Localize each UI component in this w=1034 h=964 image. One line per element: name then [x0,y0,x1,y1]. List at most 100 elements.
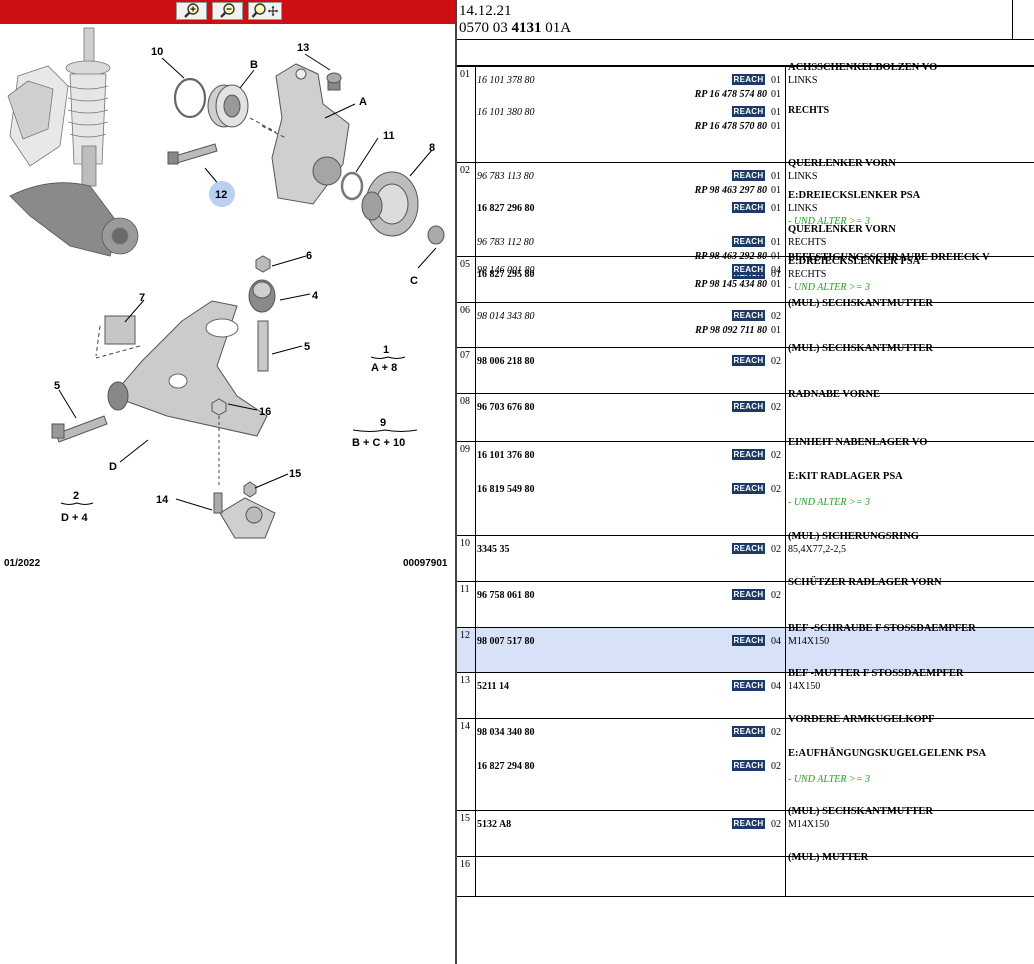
reach-badge[interactable]: REACH [732,543,765,554]
callout-13[interactable]: 13 [297,42,309,54]
callout-16[interactable]: 16 [259,406,271,418]
reach-badge[interactable]: REACH [732,449,765,460]
part-number[interactable]: 16 101 378 80 [477,75,535,86]
brace-1 [370,356,406,359]
part-number[interactable]: 16 819 549 80 [477,484,535,495]
part-number[interactable]: 96 783 112 80 [477,237,534,248]
position-cell [457,673,476,718]
part-variant: M14X150 [788,819,830,830]
header-spacer [457,40,1034,67]
part-number[interactable]: 96 783 113 80 [477,171,534,182]
part-number[interactable]: 98 146 001 80 [477,265,535,276]
reach-badge[interactable]: REACH [732,589,765,600]
callout-7[interactable]: 7 [139,292,145,304]
callout-6[interactable]: 6 [306,250,312,262]
replacement-part-number[interactable]: RP 16 478 574 80 [694,89,767,100]
reach-badge[interactable]: REACH [732,680,765,691]
reach-badge[interactable]: REACH [732,818,765,829]
position-number: 02 [460,165,470,176]
part-group-16[interactable]: 16(MUL) MUTTER [457,852,1034,897]
part-number[interactable]: 96 758 061 80 [477,590,535,601]
reach-badge[interactable]: REACH [732,355,765,366]
zoom-in-icon [183,3,199,18]
callout-5-upper[interactable]: 5 [304,341,310,353]
part-number[interactable]: 16 101 376 80 [477,450,535,461]
replacement-part-number[interactable]: RP 98 463 297 80 [694,185,767,196]
reach-badge[interactable]: REACH [732,635,765,646]
reach-badge[interactable]: REACH [732,726,765,737]
callout-11[interactable]: 11 [383,130,395,142]
pane-splitter[interactable] [455,0,457,964]
part-number[interactable]: 5211 14 [477,681,509,692]
callout-5-lower[interactable]: 5 [54,380,60,392]
part-number[interactable]: 96 703 676 80 [477,402,535,413]
part-description: E:DREIECKSLENKER PSA [788,190,921,201]
part-number[interactable]: 5132 A8 [477,819,512,830]
callout-b[interactable]: B [250,59,258,71]
part-number[interactable]: 98 007 517 80 [477,636,535,647]
callout-2[interactable]: 2 [73,490,79,502]
quantity: 02 [771,450,781,461]
replacement-part-number[interactable]: RP 98 463 292 80 [694,251,767,262]
part-description: EINHEIT NABENLAGER VO [788,437,928,448]
reach-badge[interactable]: REACH [732,760,765,771]
replacement-part-number[interactable]: RP 98 145 434 80 [694,279,767,290]
reach-badge[interactable]: REACH [732,310,765,321]
callout-d[interactable]: D [109,461,117,473]
replacement-part-number[interactable]: RP 98 092 711 80 [695,325,767,336]
callout-15[interactable]: 15 [289,468,301,480]
header-plate-code: 0570 03 4131 01A [459,20,572,36]
part-description: (MUL) SECHSKANTMUTTER [788,298,933,309]
part-number[interactable]: 16 827 296 80 [477,203,535,214]
reach-badge[interactable]: REACH [732,483,765,494]
reach-badge[interactable]: REACH [732,170,765,181]
zoom-out-button[interactable] [212,2,243,20]
callout-2-group[interactable]: D + 4 [61,512,88,524]
part-number[interactable]: 16 827 295 80 [477,269,535,280]
part-number[interactable]: 16 101 380 80 [477,107,535,118]
reach-badge[interactable]: REACH [732,401,765,412]
callout-10[interactable]: 10 [151,46,163,58]
reach-badge[interactable]: REACH [732,106,765,117]
brace-9 [352,429,418,432]
callout-9-group[interactable]: B + C + 10 [352,437,405,449]
reach-badge[interactable]: REACH [732,264,765,275]
part-number[interactable]: 98 034 340 80 [477,727,535,738]
part-number[interactable]: 16 827 294 80 [477,761,535,772]
reach-badge[interactable]: REACH [732,236,765,247]
callout-8[interactable]: 8 [429,142,435,154]
position-cell [457,628,476,672]
part-number[interactable]: 3345 35 [477,544,510,555]
part-description: (MUL) SECHSKANTMUTTER [788,806,933,817]
callout-12[interactable]: 12 [215,189,227,201]
callout-4[interactable]: 4 [312,290,319,302]
callout-c[interactable]: C [410,275,418,287]
part-number[interactable]: 98 006 218 80 [477,356,535,367]
part-variant: RECHTS [788,105,830,116]
callout-1[interactable]: 1 [383,344,389,356]
callout-1-group[interactable]: A + 8 [371,362,397,374]
part-description: (MUL) SECHSKANTMUTTER [788,343,933,354]
zoom-in-button[interactable] [176,2,207,20]
replacement-part-number[interactable]: RP 16 478 570 80 [694,121,767,132]
callout-14[interactable]: 14 [156,494,169,506]
reach-badge[interactable]: REACH [732,202,765,213]
callout-9[interactable]: 9 [380,417,386,429]
reach-badge[interactable]: REACH [732,74,765,85]
part-number[interactable]: 98 014 343 80 [477,311,535,322]
zoom-fit-button[interactable] [248,2,282,20]
callout-a[interactable]: A [359,96,367,108]
